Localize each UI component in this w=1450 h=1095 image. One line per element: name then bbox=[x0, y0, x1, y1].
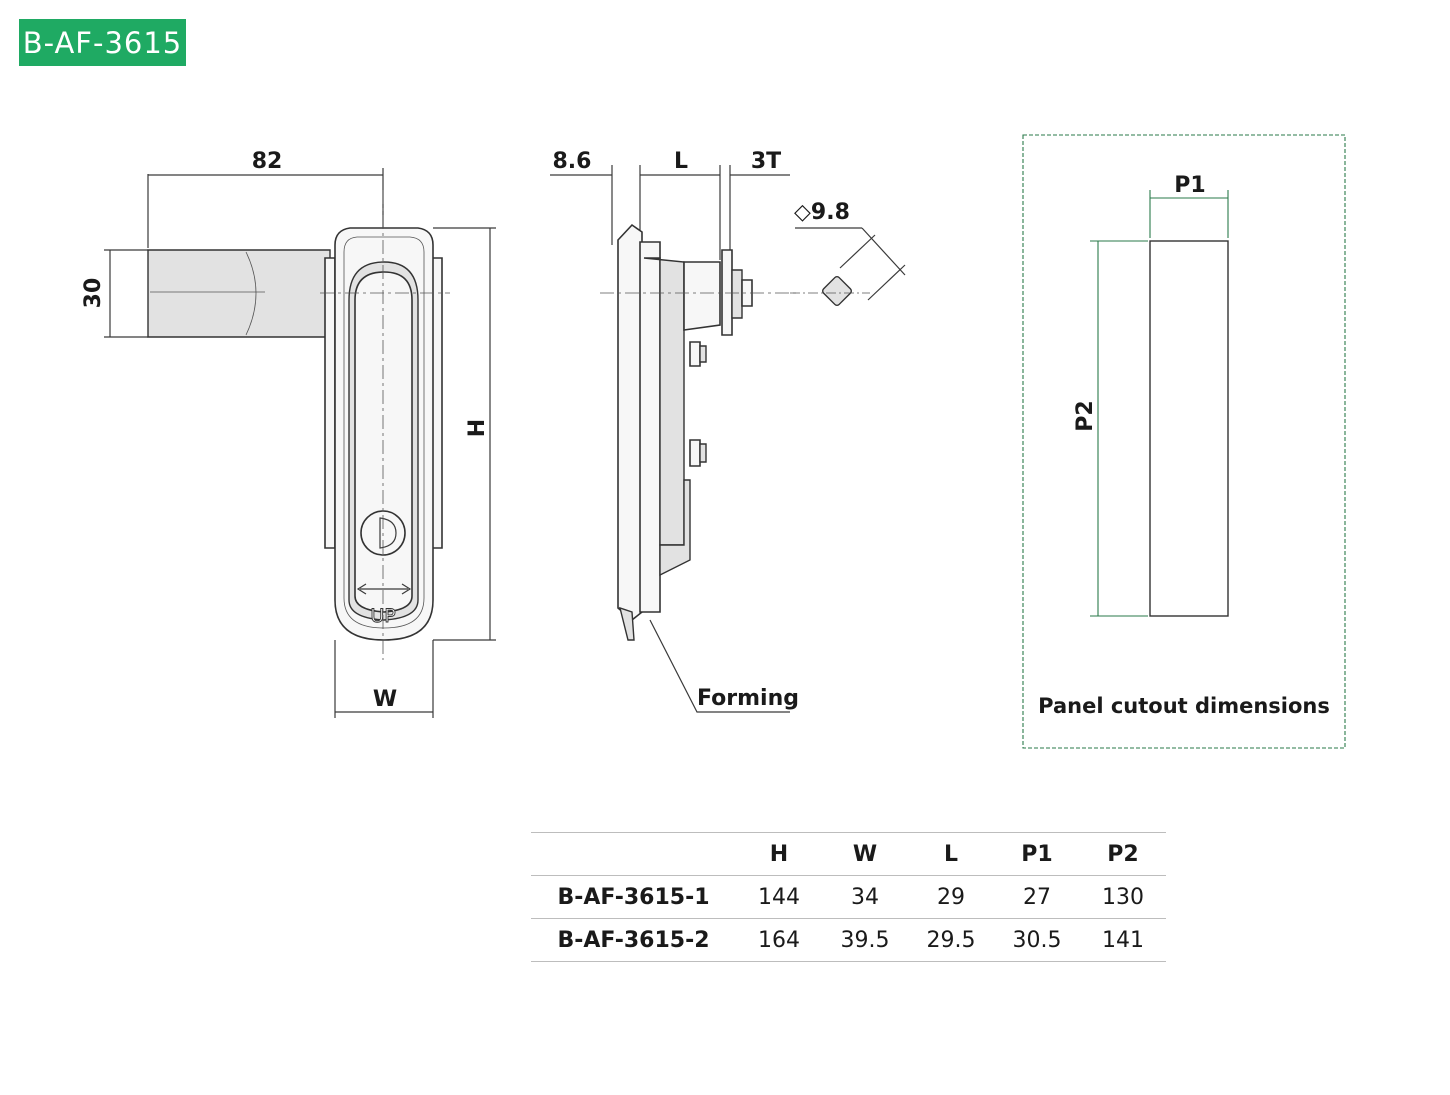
row-p1: 27 bbox=[994, 875, 1080, 919]
header-p1: P1 bbox=[994, 832, 1080, 876]
row-w: 34 bbox=[822, 875, 908, 919]
side-handle bbox=[617, 223, 643, 622]
dim-square-label: ◇9.8 bbox=[794, 200, 850, 225]
table-header-row: H W L P1 P2 bbox=[531, 832, 1166, 876]
panel-cutout-view: P1 P2 Panel cutout dimensions bbox=[1022, 134, 1346, 749]
spec-table: H W L P1 P2 B-AF-3615-1 144 34 29 27 130… bbox=[531, 832, 1166, 962]
dim-h-label: H bbox=[465, 419, 490, 437]
dim-p2-label: P2 bbox=[1073, 400, 1098, 431]
row-l: 29 bbox=[908, 875, 994, 919]
header-w: W bbox=[822, 832, 908, 876]
table-row: B-AF-3615-1 144 34 29 27 130 bbox=[531, 875, 1166, 919]
product-code-badge: B-AF-3615 bbox=[19, 19, 186, 66]
square-shaft-section bbox=[821, 275, 853, 307]
header-h: H bbox=[736, 832, 822, 876]
row-l: 29.5 bbox=[908, 918, 994, 962]
dim-w-label: W bbox=[373, 687, 397, 712]
row-model: B-AF-3615-1 bbox=[531, 875, 736, 919]
dim-p1-label: P1 bbox=[1174, 173, 1205, 198]
row-model: B-AF-3615-2 bbox=[531, 918, 736, 962]
handle-arm bbox=[147, 249, 331, 338]
dim-3t-label: 3T bbox=[751, 149, 781, 174]
technical-drawing: 82 30 UP H bbox=[81, 134, 1346, 749]
forming-label: Forming bbox=[697, 686, 799, 711]
product-code-label: B-AF-3615 bbox=[22, 25, 183, 60]
panel-cutout-caption: Panel cutout dimensions bbox=[1038, 694, 1330, 718]
row-w: 39.5 bbox=[822, 918, 908, 962]
row-h: 164 bbox=[736, 918, 822, 962]
dim-8-6-label: 8.6 bbox=[553, 149, 592, 174]
dim-l-label: L bbox=[674, 149, 688, 174]
front-view: 82 30 UP H bbox=[81, 149, 496, 718]
table-row: B-AF-3615-2 164 39.5 29.5 30.5 141 bbox=[531, 918, 1166, 962]
header-model bbox=[531, 832, 736, 876]
header-p2: P2 bbox=[1080, 832, 1166, 876]
row-p2: 130 bbox=[1080, 875, 1166, 919]
row-p2: 141 bbox=[1080, 918, 1166, 962]
row-h: 144 bbox=[736, 875, 822, 919]
dim-82-label: 82 bbox=[252, 149, 283, 174]
header-l: L bbox=[908, 832, 994, 876]
side-view: 8.6 L 3T Forming ◇9.8 bbox=[550, 149, 906, 713]
dim-30-label: 30 bbox=[81, 278, 106, 309]
panel-cutout-frame bbox=[1022, 134, 1346, 749]
cutout-rectangle bbox=[1149, 240, 1229, 617]
row-p1: 30.5 bbox=[994, 918, 1080, 962]
